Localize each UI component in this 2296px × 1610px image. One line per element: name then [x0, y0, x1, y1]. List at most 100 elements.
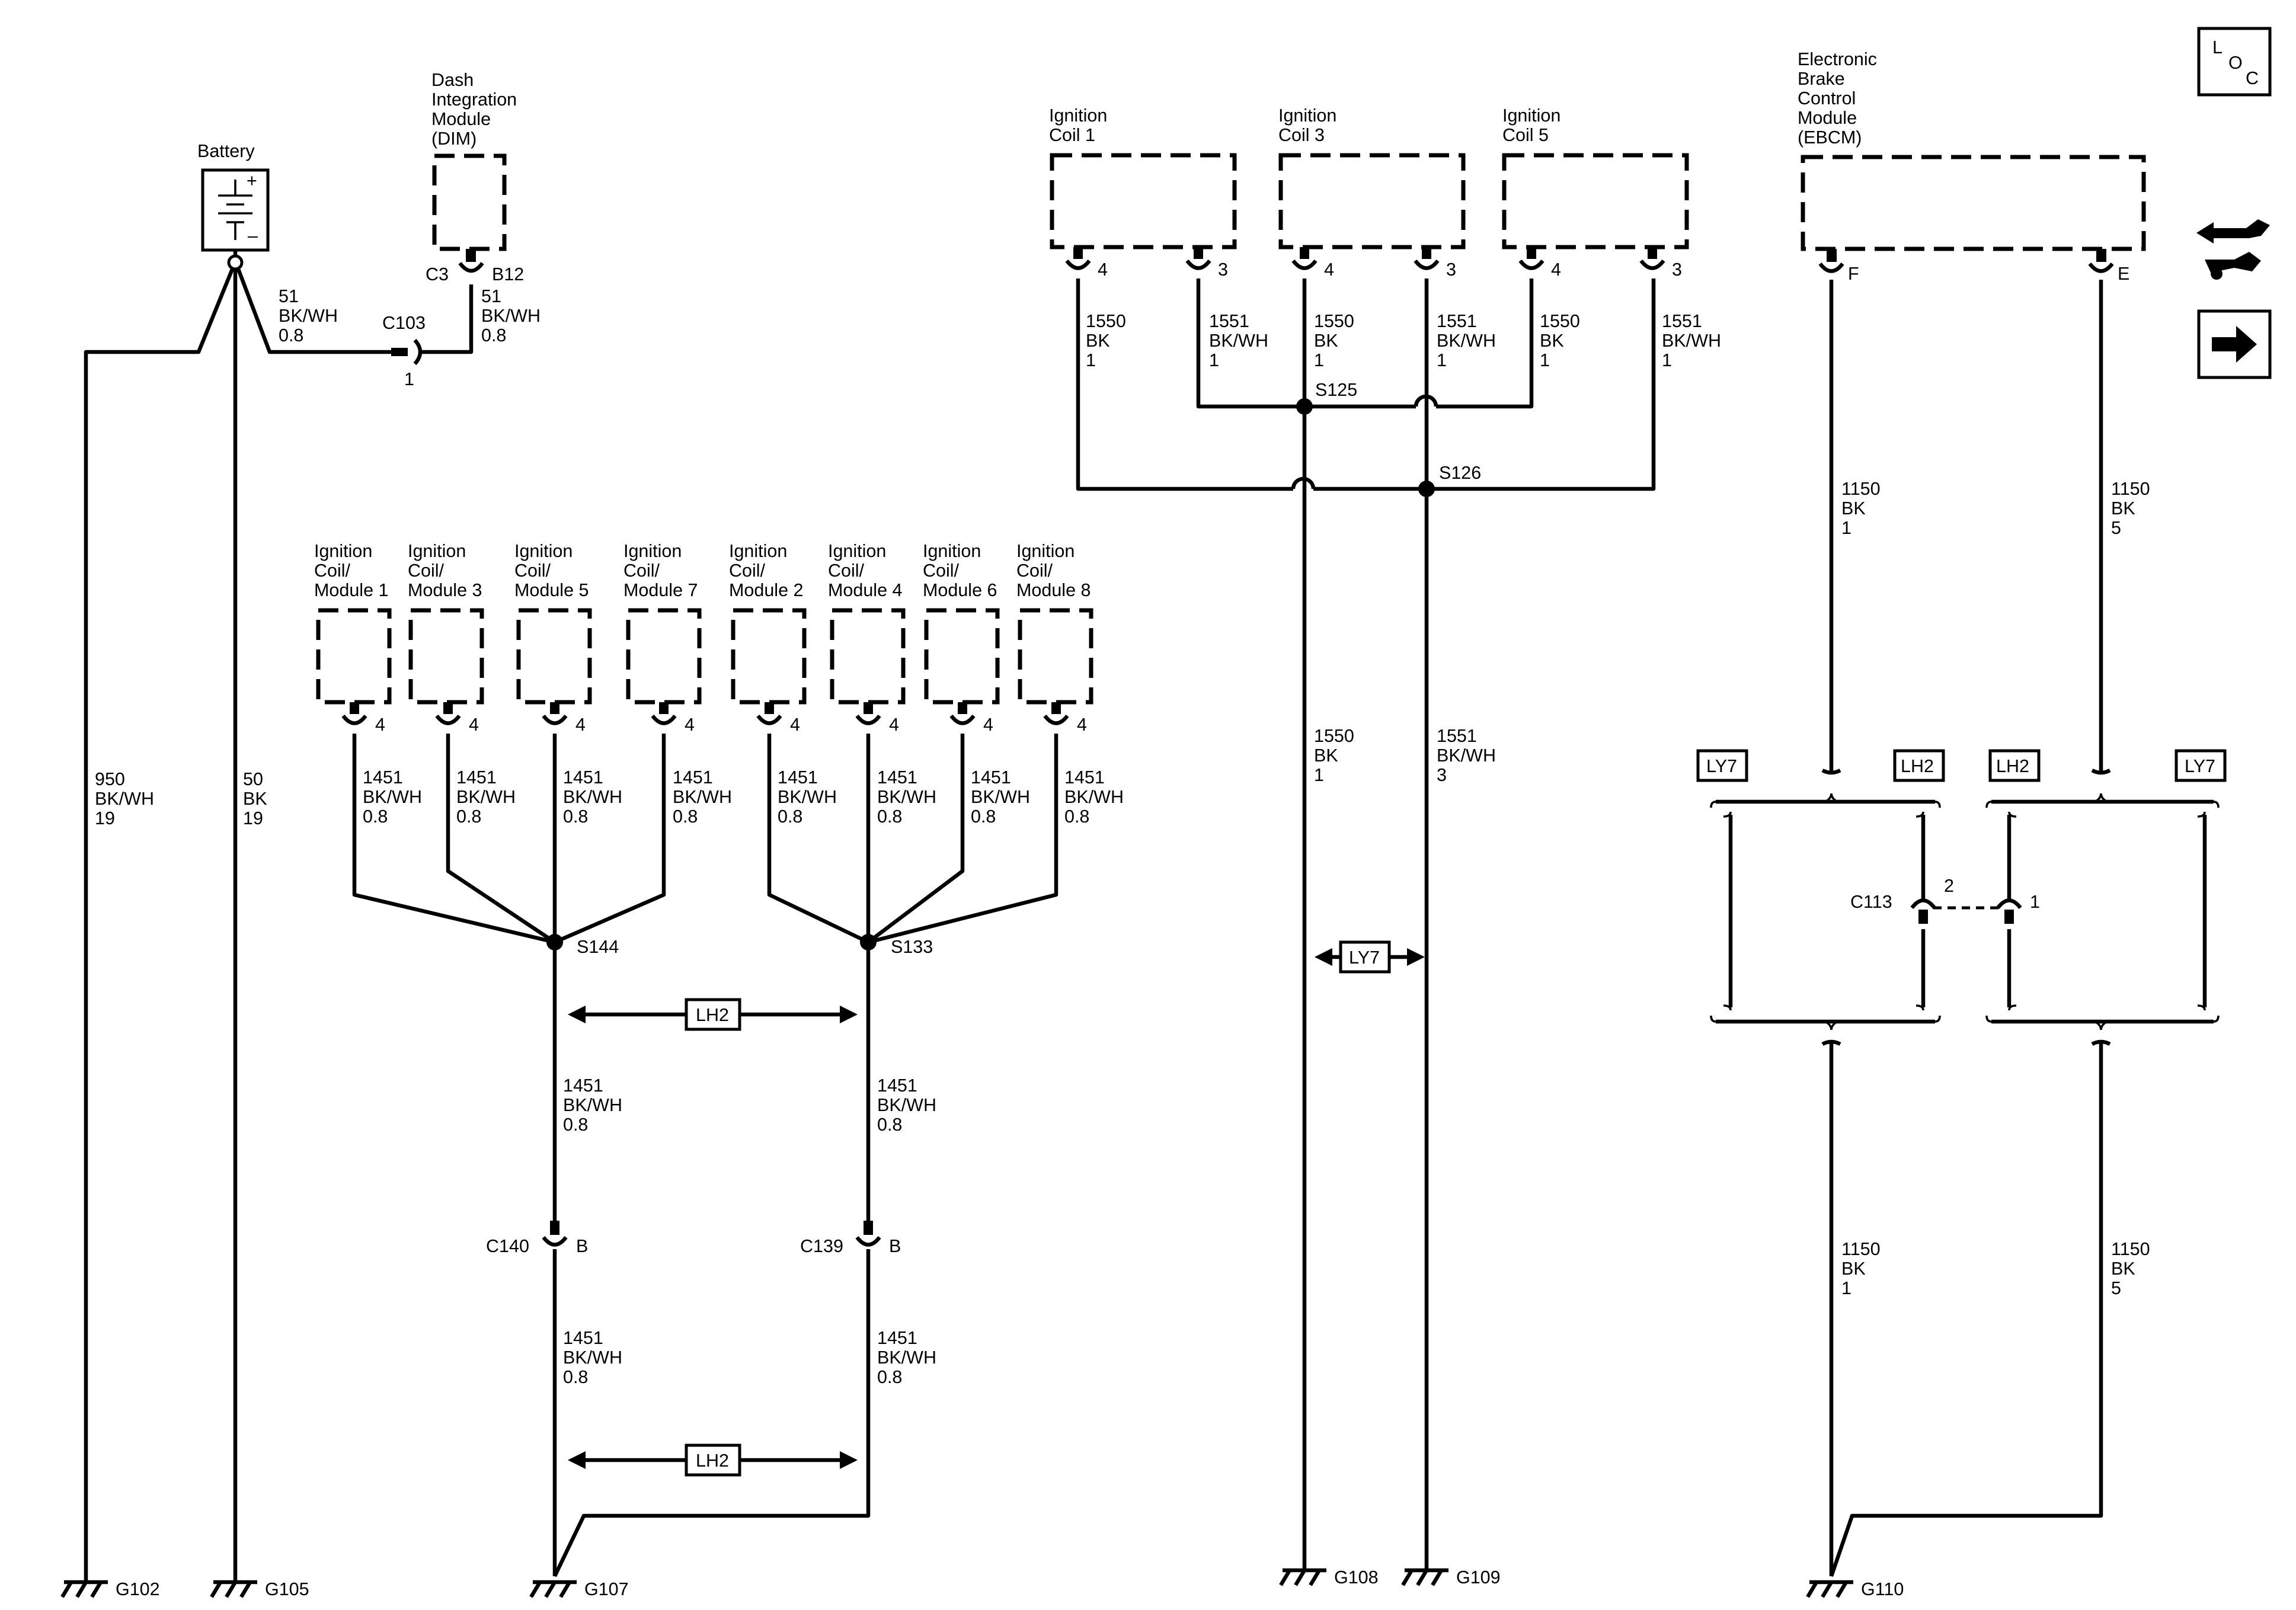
- svg-text:Ignition: Ignition: [314, 541, 372, 561]
- ground-label: G110: [1861, 1579, 1904, 1599]
- pin-label: 4: [1324, 260, 1334, 280]
- svg-text:Module 5: Module 5: [514, 580, 589, 600]
- dim-pin-right: B12: [492, 264, 524, 284]
- ignition-coil-5: [1502, 153, 1689, 249]
- arrow-right-icon: [840, 1006, 858, 1023]
- wire-label: 51: [481, 286, 501, 306]
- wire-label: BK: [243, 789, 267, 809]
- coil-title: Coil 3: [1278, 125, 1325, 145]
- dim-title: (DIM): [431, 129, 477, 149]
- lh2-option-box: [685, 1443, 741, 1477]
- c140-pin: B: [576, 1236, 588, 1256]
- svg-text:1451: 1451: [673, 767, 713, 788]
- svg-text:4: 4: [469, 715, 479, 735]
- grounds: G102 G105 G107 G108 G109 G110: [60, 1567, 1904, 1599]
- svg-text:4: 4: [790, 715, 800, 735]
- svg-text:1: 1: [1437, 350, 1447, 370]
- svg-text:Module 7: Module 7: [623, 580, 698, 600]
- svg-text:0.8: 0.8: [971, 806, 996, 827]
- battery-terminal: [227, 254, 244, 271]
- wire-51-battery: [236, 268, 391, 354]
- wire-label: 50: [243, 769, 263, 789]
- wire-1551-bus: [1313, 279, 1656, 491]
- svg-text:1: 1: [1841, 1278, 1851, 1298]
- c113-name: C113: [1850, 892, 1892, 912]
- ground-label: G109: [1456, 1567, 1501, 1587]
- svg-text:Module 6: Module 6: [923, 580, 997, 600]
- loc-icon[interactable]: L O C: [2197, 27, 2272, 97]
- svg-text:1451: 1451: [877, 767, 917, 788]
- coil-module-4: [830, 608, 906, 705]
- dim-module: [432, 153, 507, 251]
- c113-female-pin-1: [1996, 898, 2022, 910]
- splice-s144: [546, 934, 563, 950]
- svg-text:BK: BK: [1314, 331, 1338, 351]
- next-page-arrow-icon[interactable]: [2197, 309, 2272, 379]
- option-label: LY7: [2185, 756, 2215, 776]
- dim-pin: [466, 249, 476, 262]
- dim-pin-left: C3: [426, 264, 449, 284]
- svg-text:5: 5: [2111, 518, 2121, 538]
- svg-text:4: 4: [889, 715, 899, 735]
- wire-label: BK/WH: [95, 789, 154, 809]
- coil-module-1: [316, 608, 392, 705]
- coil-title: Coil 5: [1502, 125, 1549, 145]
- wire-label: 0.8: [481, 325, 506, 345]
- lh2-label: LH2: [696, 1005, 729, 1025]
- arrow-right-icon: [1407, 948, 1425, 966]
- svg-text:1451: 1451: [971, 767, 1011, 788]
- coil-title: Ignition: [1049, 105, 1107, 126]
- svg-text:O: O: [2228, 53, 2243, 73]
- ebcm-title: Control: [1798, 88, 1856, 108]
- ground-label: G108: [1334, 1567, 1379, 1587]
- svg-text:1451: 1451: [563, 1328, 603, 1348]
- svg-text:0.8: 0.8: [877, 806, 902, 827]
- svg-text:C: C: [2246, 68, 2259, 88]
- svg-text:1451: 1451: [563, 1076, 603, 1096]
- coil-title: Ignition: [1502, 105, 1560, 126]
- c113-male-pin-2: [1918, 910, 1928, 924]
- svg-text:1150: 1150: [1841, 1239, 1881, 1259]
- svg-text:0.8: 0.8: [778, 806, 802, 827]
- c113-pin: 2: [1944, 876, 1954, 896]
- ebcm-title: Module: [1798, 108, 1857, 128]
- ground-icon: [529, 1580, 577, 1598]
- splice-label: S144: [577, 937, 619, 957]
- dim-title: Module: [431, 109, 491, 129]
- splice-label: S133: [891, 937, 933, 957]
- coil-module-7: [626, 608, 702, 705]
- svg-text:1: 1: [1086, 350, 1096, 370]
- battery-plus: +: [247, 171, 257, 191]
- option-brace-left: [1710, 793, 1941, 1030]
- battery-title: Battery: [197, 141, 255, 161]
- wire-label: 19: [95, 808, 115, 828]
- svg-text:1451: 1451: [563, 767, 603, 788]
- wire-label: BK/WH: [1437, 745, 1496, 766]
- ignition-coil-1: [1050, 153, 1237, 249]
- ebcm-title: Electronic: [1798, 49, 1877, 69]
- svg-text:BK: BK: [1086, 331, 1110, 351]
- option-label: LY7: [1706, 756, 1737, 776]
- pin-label: 4: [1098, 260, 1108, 280]
- battery-section: Battery + – 51 BK/WH 0.8 C103 1 51 BK/WH…: [84, 70, 541, 1582]
- lh2-option-box: [685, 998, 741, 1031]
- lh2-label: LH2: [696, 1451, 729, 1471]
- pin-label: 4: [1551, 260, 1561, 280]
- coil-5-pins: [1518, 247, 1665, 270]
- svg-text:Coil/: Coil/: [623, 561, 660, 581]
- wire-1550-coil5: [1436, 279, 1534, 409]
- ebcm-pin-e: E: [2118, 264, 2129, 284]
- svg-text:L: L: [2212, 37, 2223, 57]
- svg-text:1451: 1451: [877, 1076, 917, 1096]
- svg-text:BK/WH: BK/WH: [1437, 331, 1496, 351]
- svg-text:Ignition: Ignition: [1016, 541, 1075, 561]
- connector-view-icon[interactable]: [2196, 219, 2270, 280]
- ground-label: G107: [584, 1579, 629, 1599]
- svg-text:Module 4: Module 4: [828, 580, 903, 600]
- svg-text:1: 1: [1662, 350, 1672, 370]
- arrow-left-icon: [568, 1451, 586, 1469]
- arrow-right-icon: [840, 1451, 858, 1469]
- c139-name: C139: [800, 1236, 843, 1256]
- svg-text:BK/WH: BK/WH: [877, 787, 936, 807]
